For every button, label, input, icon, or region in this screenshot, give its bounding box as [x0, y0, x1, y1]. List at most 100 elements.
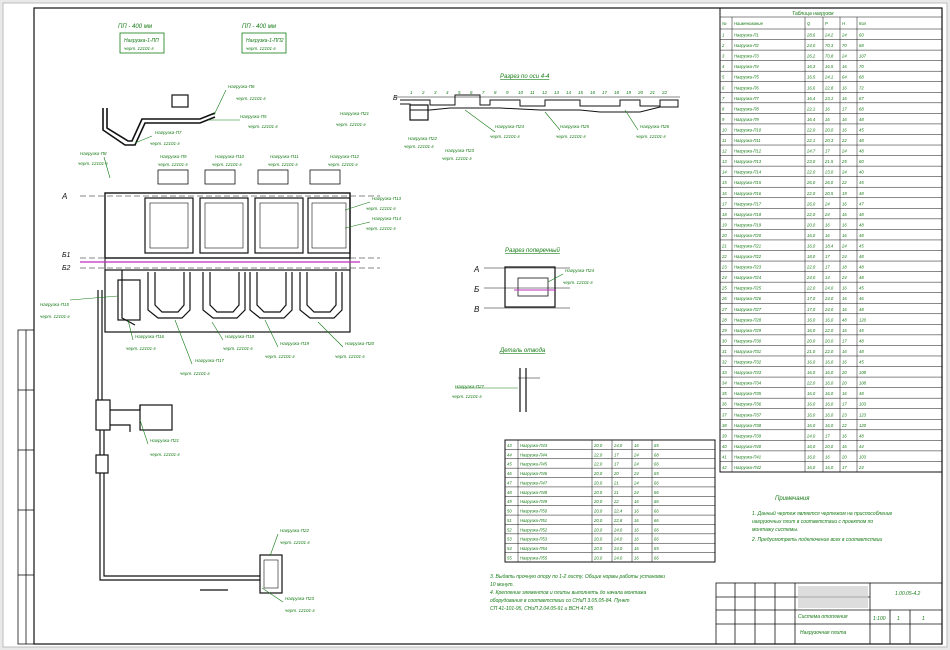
lower-table-cell: 22,4 [613, 509, 623, 514]
spec-table-cell: Нагрузка-П40 [734, 444, 762, 449]
spec-table-cell: 70,8 [825, 54, 834, 59]
spec-table-cell: 45 [859, 286, 864, 291]
riser-pipe [102, 108, 216, 146]
lower-table-cell: Нагрузка-П45 [520, 462, 548, 467]
spec-table-cell: 44 [859, 444, 864, 449]
svg-text:10: 10 [518, 90, 524, 95]
lower-table-cell: 53 [507, 537, 512, 542]
spec-table-cell: 5 [722, 75, 725, 80]
svg-text:черт. 12101-г: черт. 12101-г [212, 162, 243, 167]
spec-table-cell: 18 [722, 212, 727, 217]
svg-text:12: 12 [542, 90, 548, 95]
spec-table-cell: 12 [722, 149, 727, 154]
spec-table-cell: 26,0 [824, 180, 834, 185]
spec-table-cell: 22,8 [824, 85, 834, 90]
lower-table-cell: 20,0 [593, 490, 603, 495]
lower-table-cell: 16 [634, 518, 639, 523]
spec-table-cell: 16 [842, 444, 847, 449]
small-detail2-title: Деталь отвода [499, 348, 546, 354]
spec-table-cell: 18,4 [825, 244, 834, 249]
lower-table-cell: 20,0 [593, 443, 603, 448]
spec-table-cell: 20,0 [806, 222, 816, 227]
svg-text:черт. 12101-г: черт. 12101-г [335, 354, 366, 359]
spec-table-cell: 16,0 [825, 402, 834, 407]
spec-table-cell: 24,7 [806, 149, 816, 154]
svg-text:4: 4 [446, 90, 449, 95]
svg-text:черт. 12101-г: черт. 12101-г [636, 134, 667, 139]
spec-table-cell: 46 [859, 296, 864, 301]
spec-table-cell: 8 [722, 106, 725, 111]
svg-text:Нагрузка-П12: Нагрузка-П12 [330, 154, 360, 159]
spec-table-cell: 24 [841, 244, 847, 249]
top-box-2-code: черт. 12101-г [246, 46, 277, 51]
lower-table-cell: 22 [613, 499, 619, 504]
spec-table-header-cell: Наименование [734, 21, 764, 26]
spec-table-cell: 34 [722, 381, 727, 386]
spec-table-cell: 47 [859, 201, 864, 206]
svg-text:Нагрузка-П21: Нагрузка-П21 [340, 111, 370, 116]
lower-table-cell: 20,0 [593, 527, 603, 532]
spec-table-cell: 22 [841, 423, 847, 428]
svg-text:СП 41-101-95, СНиП 2.04.05-91: СП 41-101-95, СНиП 2.04.05-91 и ВСН 47-8… [490, 606, 594, 612]
svg-text:7: 7 [482, 90, 485, 95]
svg-text:черт. 12101-г: черт. 12101-г [490, 134, 521, 139]
axis-letter-b2: Б2 [62, 265, 71, 272]
spec-table-cell: 16,0 [807, 360, 816, 365]
small-detail [484, 266, 570, 309]
spec-table-cell: Нагрузка-П4 [734, 64, 759, 69]
spec-table-cell: 17 [842, 402, 847, 407]
spec-table-cell: 22,1 [806, 106, 815, 111]
spec-table-cell: 24,1 [824, 75, 833, 80]
svg-text:2. Предусмотреть подключение в: 2. Предусмотреть подключение всех в соот… [751, 537, 883, 543]
lower-table-cell: Нагрузка-П44 [520, 452, 548, 457]
spec-table-cell: 7 [722, 96, 725, 101]
spec-table-cell: 16 [842, 349, 847, 354]
lower-table-cell: 65 [654, 546, 659, 551]
spec-table-cell: 19 [722, 222, 727, 227]
svg-text:Нагрузка-П10: Нагрузка-П10 [215, 154, 245, 159]
spec-table-cell: 20,0 [824, 338, 834, 343]
detail-axis-c: В [474, 305, 480, 314]
sheet-number: 1 [897, 616, 900, 622]
svg-text:Нагрузка-П13: Нагрузка-П13 [372, 196, 402, 201]
svg-text:черт. 12101-г: черт. 12101-г [158, 162, 189, 167]
svg-text:черт. 12101-г: черт. 12101-г [150, 141, 181, 146]
spec-table-cell: 26,0 [806, 180, 816, 185]
lower-table-cell: Нагрузка-П49 [520, 499, 548, 504]
svg-text:черт. 12101-г: черт. 12101-г [404, 144, 435, 149]
svg-text:14: 14 [566, 90, 572, 95]
spec-table-cell: 20,0 [806, 338, 816, 343]
lower-table-cell: 66 [654, 480, 659, 485]
bottom-notes: 3. Выдать прочную опору по 1-2 листу. Об… [490, 574, 665, 612]
svg-text:Нагрузка-П24: Нагрузка-П24 [495, 124, 525, 129]
spec-table-cell: 30 [722, 338, 727, 343]
spec-table-cell: 20,5 [824, 191, 834, 196]
svg-text:6: 6 [470, 90, 473, 95]
spec-table-cell: 9 [722, 117, 725, 122]
spec-table-cell: 16 [842, 233, 847, 238]
spec-table-cell: Нагрузка-П18 [734, 212, 762, 217]
spec-table-cell: 48 [859, 307, 864, 312]
spec-table-cell: 25 [721, 286, 727, 291]
spec-table-cell: 24 [824, 212, 830, 217]
spec-table-header-cell: № [722, 21, 727, 26]
svg-text:Нагрузка-П22: Нагрузка-П22 [280, 528, 310, 533]
spec-table-cell: Нагрузка-П27 [734, 307, 762, 312]
svg-text:13: 13 [554, 90, 560, 95]
svg-text:22: 22 [661, 90, 668, 95]
spec-table-cell: 16,0 [825, 370, 834, 375]
doc-number: 1.00.05-4.2 [895, 591, 921, 597]
lower-table-cell: 68 [654, 452, 659, 457]
lower-table-cell: 66 [654, 499, 659, 504]
spec-table-cell: 67 [859, 96, 864, 101]
spec-table-cell: 16 [842, 433, 847, 438]
spec-table-cell: Нагрузка-П39 [734, 433, 762, 438]
lower-table-cell: 66 [654, 556, 659, 561]
svg-text:черт. 12101-г: черт. 12101-г [40, 314, 71, 319]
spec-table-cell: 19 [842, 191, 847, 196]
lower-table-cell: 24,0 [613, 546, 623, 551]
